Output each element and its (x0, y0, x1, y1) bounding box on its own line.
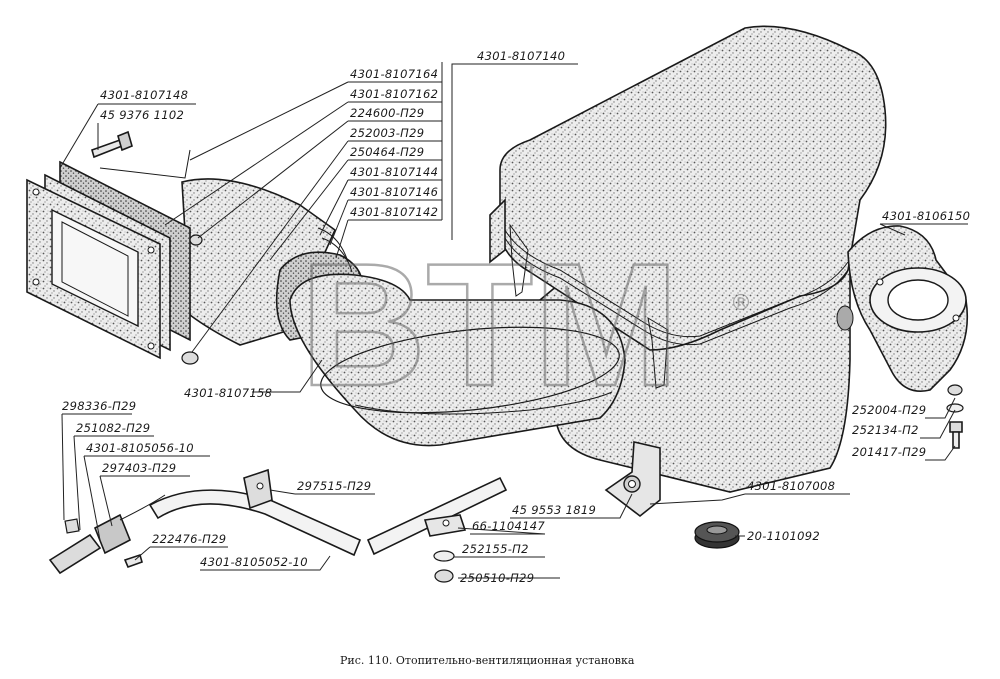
label-45-9553-1819: 45 9553 1819 (512, 503, 596, 517)
label-4301-8107146: 4301-8107146 (350, 185, 438, 199)
label-4301-8107164: 4301-8107164 (350, 67, 438, 81)
label-250510-p29: 250510-П29 (460, 571, 534, 585)
pipe-assembly (48, 468, 508, 575)
label-4301-8106150: 4301-8106150 (882, 209, 970, 223)
label-4301-8105056-10: 4301-8105056-10 (86, 441, 194, 455)
leader-lines (59, 62, 968, 579)
label-4301-8107140: 4301-8107140 (477, 49, 565, 63)
label-4301-8107148: 4301-8107148 (100, 88, 188, 102)
watermark-text: BTM (300, 228, 679, 423)
label-297403-p29: 297403-П29 (102, 461, 176, 475)
label-222476-p29: 222476-П29 (152, 532, 226, 546)
hardware (64, 130, 964, 583)
label-297515-p29: 297515-П29 (297, 479, 371, 493)
label-66-1104147: 66-1104147 (472, 519, 545, 533)
duct-elbow (289, 273, 626, 447)
label-224600-p29: 224600-П29 (350, 106, 424, 120)
label-4301-8107162: 4301-8107162 (350, 87, 438, 101)
label-4301-8107158: 4301-8107158 (184, 386, 272, 400)
label-298336-p29: 298336-П29 (62, 399, 136, 413)
registered-mark: ® (730, 291, 752, 316)
label-4301-8107144: 4301-8107144 (350, 165, 438, 179)
label-252155-p2: 252155-П2 (462, 542, 529, 556)
label-20-1101092: 20-1101092 (747, 529, 820, 543)
flange-assembly (26, 149, 191, 360)
clamp-right (647, 317, 669, 389)
label-250464-p29: 250464-П29 (350, 145, 424, 159)
side-elbow (847, 225, 969, 392)
label-45-9376-1102: 45 9376 1102 (100, 108, 184, 122)
label-201417-p29: 201417-П29 (852, 445, 926, 459)
label-252004-p29: 252004-П29 (852, 403, 926, 417)
figure-caption: Рис. 110. Отопительно-вентиляционная уст… (340, 654, 635, 667)
watermark: BTM ® (299, 227, 752, 425)
label-252003-p29: 252003-П29 (350, 126, 424, 140)
label-4301-8107142: 4301-8107142 (350, 205, 438, 219)
label-252134-p2: 252134-П2 (852, 423, 919, 437)
heater-housing (489, 25, 887, 518)
part-labels: 4301-8107148 45 9376 1102 4301-8107164 4… (62, 49, 970, 585)
label-4301-8105052-10: 4301-8105052-10 (200, 555, 308, 569)
label-4301-8107008: 4301-8107008 (747, 479, 835, 493)
clamp-left (509, 223, 529, 297)
housing-lid (499, 25, 887, 351)
label-251082-p29: 251082-П29 (76, 421, 150, 435)
